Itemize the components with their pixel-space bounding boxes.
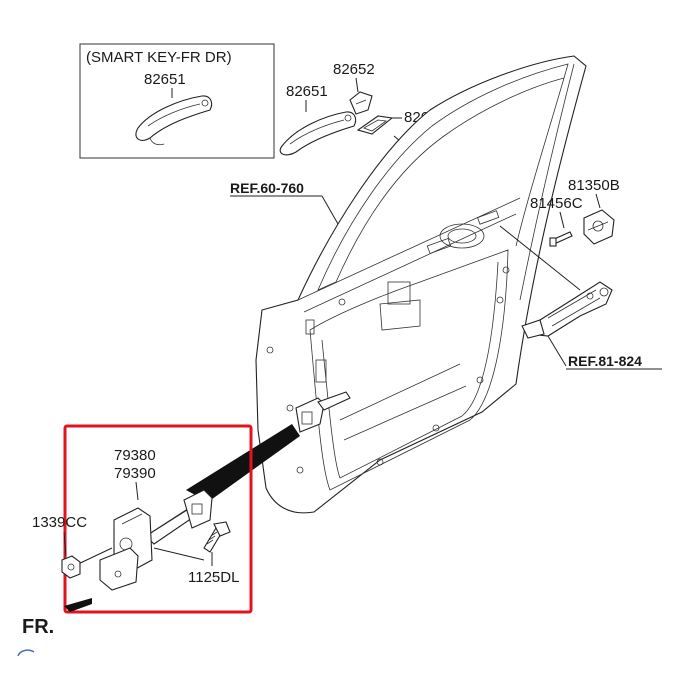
screw [549, 231, 573, 247]
screw-label: 81456C [530, 195, 583, 212]
door-striker [583, 209, 615, 245]
handle-cover-label: 82652 [333, 61, 375, 78]
smart-key-handle [135, 95, 213, 146]
bolt-to-checker-line [153, 547, 205, 561]
bolt [203, 521, 231, 553]
smart-key-inset: (SMART KEY-FR DR) 82651 [79, 43, 275, 159]
ref-latch-leader [547, 335, 567, 367]
corner-mark-icon [17, 649, 35, 657]
inset-part-label: 82651 [144, 71, 186, 88]
checker-label-1: 79380 [114, 447, 156, 464]
checker-projection-wedge [186, 424, 300, 502]
ref-latch-label: REF.81-824 [568, 353, 642, 369]
nut-label: 1339CC [32, 514, 87, 531]
striker-label: 81350B [568, 177, 620, 194]
inset-frame [79, 43, 275, 159]
striker-leader [595, 193, 601, 209]
handle-cover-leader [355, 77, 359, 93]
checker-leader [135, 481, 139, 501]
bolt-label: 1125DL [188, 569, 239, 586]
ref-door-leader [321, 195, 339, 225]
screw-leader [559, 211, 565, 229]
inset-title: (SMART KEY-FR DR) [86, 49, 232, 66]
ref-door-label: REF.60-760 [230, 180, 304, 196]
checker-highlight-box [63, 424, 253, 614]
flange-nut [61, 555, 81, 579]
checker-label-2: 79390 [114, 465, 156, 482]
handle-cover [349, 91, 373, 115]
nut-leader [63, 531, 67, 557]
door-latch-actuator [521, 281, 613, 339]
handle-label: 82651 [286, 83, 328, 100]
direction-label: FR. [22, 616, 54, 638]
latch-to-door-line [499, 225, 581, 291]
outside-handle [279, 111, 357, 156]
front-door-panel [255, 55, 587, 514]
front-direction-arrow-icon [64, 598, 92, 612]
door-checker [99, 489, 213, 591]
handle-pad [356, 115, 394, 135]
